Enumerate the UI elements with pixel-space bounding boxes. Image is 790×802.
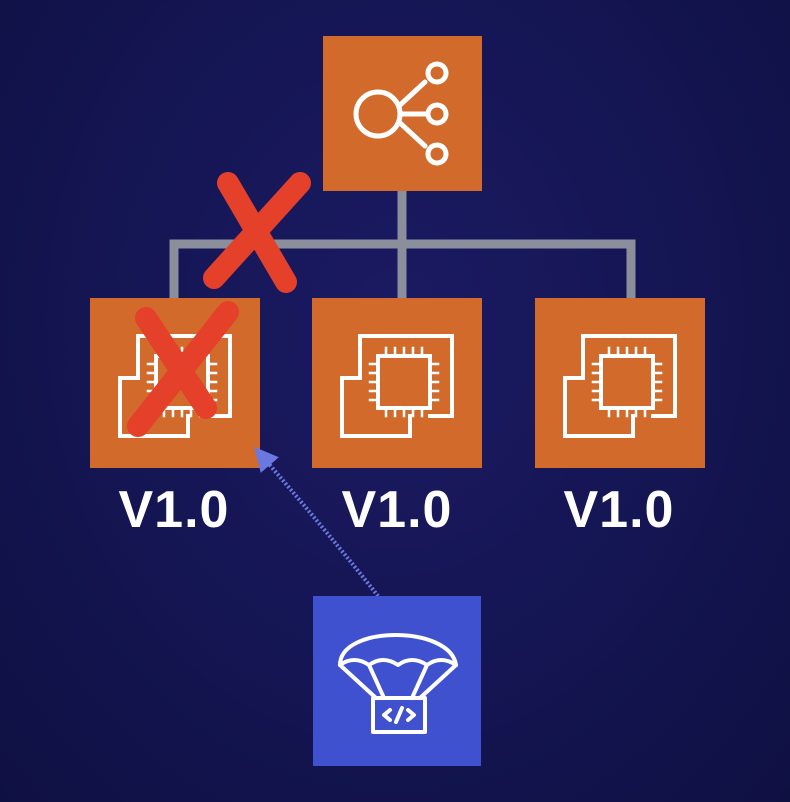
instance-3-version-label: V1.0 — [563, 481, 675, 539]
failure-mark-connector — [203, 172, 311, 293]
instance-box-3 — [535, 298, 705, 468]
deploy-arrow — [254, 446, 380, 598]
parachute-code-deploy-icon — [338, 633, 458, 734]
instance-box-2 — [312, 298, 482, 468]
failure-mark-instance — [127, 301, 239, 437]
ec2-instances-icon — [340, 334, 454, 438]
deploy-box — [313, 596, 481, 766]
ec2-instances-icon — [563, 334, 677, 438]
load-balancer-box — [323, 36, 482, 191]
load-balancer-icon — [353, 61, 449, 166]
connector-branches — [169, 239, 636, 298]
instance-2-version-label: V1.0 — [341, 481, 453, 539]
instance-1-version-label: V1.0 — [118, 481, 230, 539]
connector-lines — [169, 190, 636, 298]
instance-group — [90, 298, 705, 468]
